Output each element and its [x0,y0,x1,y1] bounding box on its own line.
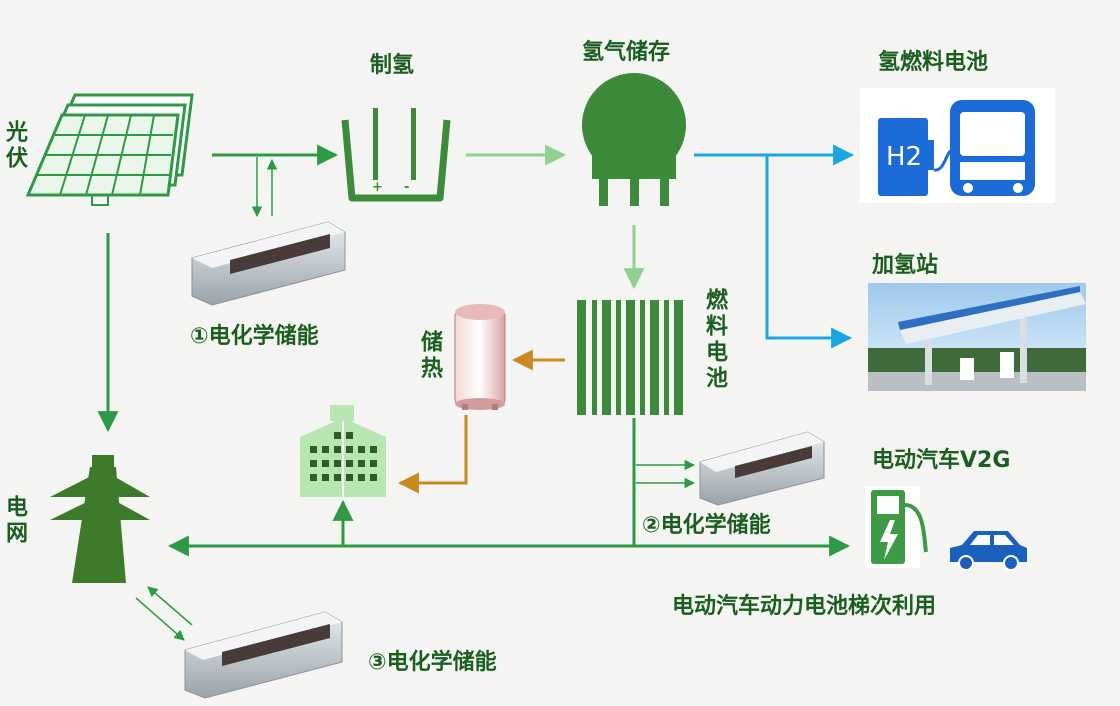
label-pv: 光伏 [2,120,27,172]
battery-container-3-icon [184,611,343,699]
power-tower-icon [50,455,150,583]
hydrogen-station-photo [868,283,1086,391]
label-storage-1: ①电化学储能 [190,324,319,349]
electric-car-icon [950,531,1027,571]
label-fuel-cell: 燃料电池 [702,288,727,392]
ev-charger-icon [865,486,928,568]
arrow-grid-to-storage-3 [135,597,185,641]
label-electrolysis: 制氢 [370,53,415,78]
anode-sign: + [372,180,383,195]
label-battery-reuse: 电动汽车动力电池梯次利用 [672,594,937,619]
hydrogen-tank-icon [582,73,686,206]
label-h2-fuel-cell: 氢燃料电池 [878,50,989,75]
cathode-sign: - [404,180,409,195]
arrow-storage-3-to-grid [147,586,193,626]
battery-container-1-icon [191,221,346,306]
label-heat-storage: 储热 [417,330,442,382]
electrolysis-cell-icon [341,108,451,202]
label-ev-v2g: 电动汽车V2G [872,448,1011,473]
heat-storage-tank-icon [454,304,506,410]
h2-symbol: H2 [886,142,922,172]
label-h2-storage: 氢气储存 [582,40,671,65]
arrow-heat-to-building [397,415,468,494]
label-storage-2: ②电化学储能 [642,513,771,538]
hydrogen-bus-icon [860,88,1055,203]
label-grid: 电网 [2,495,27,547]
fuel-cell-stack-icon [577,300,683,415]
label-h2-station: 加氢站 [872,253,939,278]
arrow-storage-to-station [765,155,853,349]
label-storage-3: ③电化学储能 [368,650,497,675]
battery-container-2-icon [699,431,825,506]
building-icon [300,405,386,497]
solar-panel-icon [25,93,194,206]
